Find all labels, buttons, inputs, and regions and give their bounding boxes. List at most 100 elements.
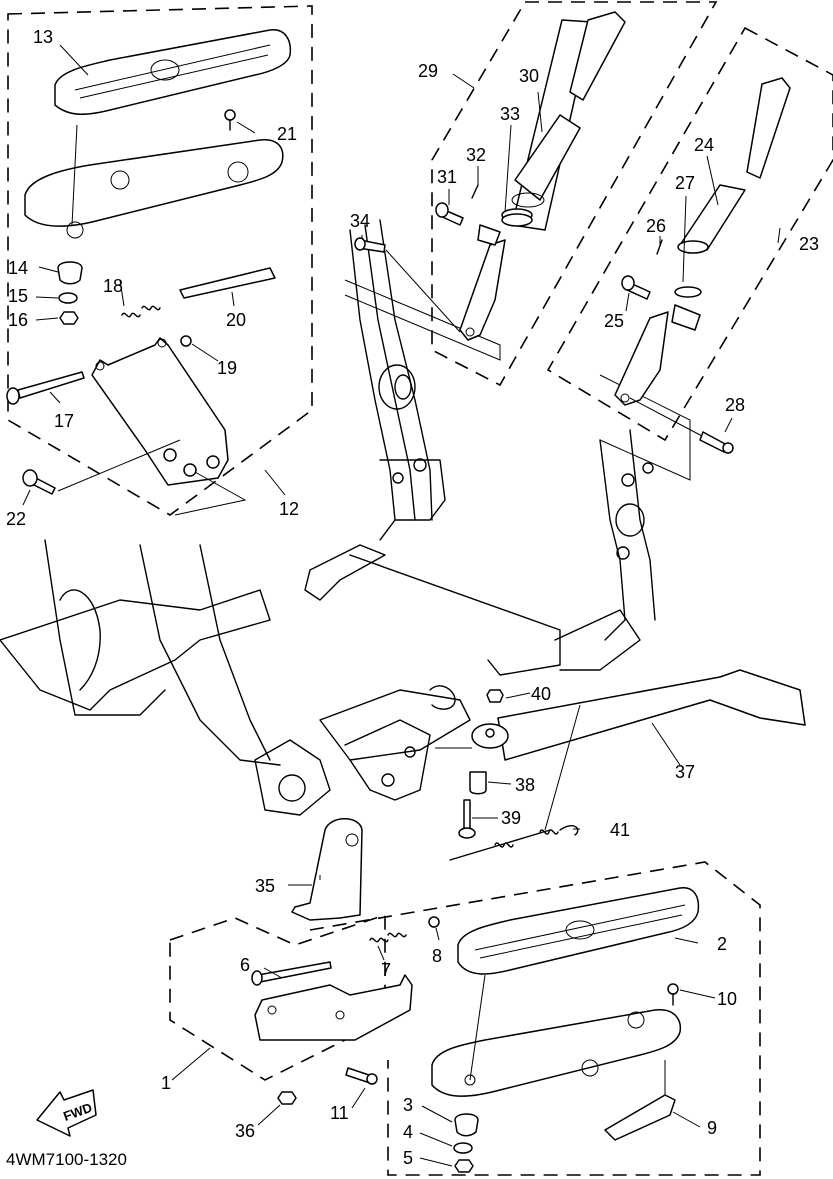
callout-29: 29: [418, 61, 438, 81]
callout-7: 7: [381, 960, 391, 980]
part-13-footboard-pad: [54, 29, 292, 115]
callout-5: 5: [403, 1148, 413, 1168]
callout-12: 12: [279, 499, 299, 519]
callout-16: 16: [8, 310, 28, 330]
part-37-sidestand: [497, 669, 806, 761]
callout-8: 8: [432, 946, 442, 966]
callout-9: 9: [707, 1118, 717, 1138]
boundary-assembly-12: [7, 5, 313, 516]
part-35-bracket: [291, 818, 363, 921]
part-21-screw: [224, 109, 236, 131]
part-16-nut: [59, 311, 79, 325]
passenger-footrest-right: [614, 77, 791, 454]
callout-4: 4: [403, 1122, 413, 1142]
part-5-nut: [454, 1159, 474, 1173]
callout-37: 37: [675, 762, 695, 782]
callout-21: 21: [277, 124, 297, 144]
footboard-base-right: [431, 1009, 682, 1097]
footboard-bracket-right: [254, 974, 413, 1041]
part-22-bolt: [22, 469, 56, 495]
callout-17: 17: [54, 411, 74, 431]
part-36-nut: [277, 1091, 297, 1105]
boundary-assembly-1: [169, 913, 386, 1081]
figure-code: 4WM7100-1320: [6, 1150, 127, 1169]
part-19-clip: [180, 335, 192, 347]
boundary-assembly-2: [309, 861, 761, 1176]
callout-2: 2: [717, 934, 727, 954]
part-7-springs: [369, 932, 407, 943]
part-10-screw: [667, 983, 679, 1006]
part-3-damper: [454, 1113, 479, 1137]
callout-35: 35: [255, 876, 275, 896]
callout-32: 32: [466, 145, 486, 165]
passenger-footrest-left: [354, 11, 626, 341]
part-38-collar: [469, 771, 487, 795]
fwd-arrow-icon: [36, 1089, 97, 1137]
sidestand: [435, 669, 806, 861]
boundary-assembly-23: [546, 26, 833, 442]
callout-28: 28: [725, 395, 745, 415]
callout-1: 1: [161, 1073, 171, 1093]
callout-36: 36: [235, 1121, 255, 1141]
callout-41: 41: [610, 820, 630, 840]
leader-lines: [22, 44, 781, 1167]
callout-39: 39: [501, 808, 521, 828]
callout-13: 13: [33, 27, 53, 47]
passenger-footrest-bracket-right: [614, 311, 669, 406]
part-9-bracket: [604, 1094, 676, 1141]
fwd-direction-indicator: FWD: [36, 1089, 97, 1137]
part-8-clip: [428, 916, 440, 928]
callout-labels: 13 21 14 15 16 18 20 19 17 22 12 29 30 3…: [6, 27, 819, 1168]
part-11-bolt: [345, 1067, 378, 1085]
callout-30: 30: [519, 66, 539, 86]
part-17-bolt: [6, 371, 85, 405]
part-27-washer: [674, 286, 702, 298]
callout-6: 6: [240, 955, 250, 975]
footboard-assembly-left: [6, 29, 292, 516]
callout-10: 10: [717, 989, 737, 1009]
assembly-boundaries: [7, 1, 833, 1176]
callout-40: 40: [531, 684, 551, 704]
footboard-assembly-right: [251, 818, 700, 1173]
callout-24: 24: [694, 135, 714, 155]
part-20-bracket: [179, 267, 276, 299]
callout-3: 3: [403, 1095, 413, 1115]
callout-27: 27: [675, 173, 695, 193]
callout-34: 34: [350, 211, 370, 231]
callout-19: 19: [217, 358, 237, 378]
part-28-bolt: [699, 431, 734, 454]
part-41-spring: [449, 825, 579, 861]
part-15-washer: [58, 292, 78, 304]
callout-25: 25: [604, 311, 624, 331]
callout-18: 18: [103, 276, 123, 296]
part-34-bolt: [354, 237, 386, 253]
part-40-nut: [486, 689, 504, 703]
callout-26: 26: [646, 216, 666, 236]
footboard-bracket-left: [91, 337, 229, 486]
callout-22: 22: [6, 509, 26, 529]
callout-11: 11: [330, 1103, 349, 1123]
part-39-bolt: [458, 799, 476, 839]
callout-15: 15: [8, 286, 28, 306]
part-25-pin: [621, 275, 651, 300]
part-18-springs: [121, 305, 161, 318]
part-33-washer: [501, 213, 533, 227]
callout-31: 31: [437, 167, 457, 187]
part-32-cotter-pin: [471, 184, 479, 199]
boundary-assembly-29: [431, 1, 718, 387]
callout-23: 23: [799, 234, 819, 254]
frame: [0, 219, 691, 816]
part-2-footboard-pad: [457, 887, 700, 975]
callout-38: 38: [515, 775, 535, 795]
callout-33: 33: [500, 104, 520, 124]
footboard-base-left: [24, 139, 284, 227]
part-24-footrest-rubber: [679, 184, 746, 251]
callout-20: 20: [226, 310, 246, 330]
part-4-washer: [453, 1142, 473, 1154]
part-14-damper: [57, 261, 83, 285]
passenger-footrest-bracket-left: [459, 239, 506, 341]
part-31-pin: [435, 202, 464, 226]
part-6-pin: [251, 961, 332, 986]
callout-14: 14: [8, 258, 28, 278]
